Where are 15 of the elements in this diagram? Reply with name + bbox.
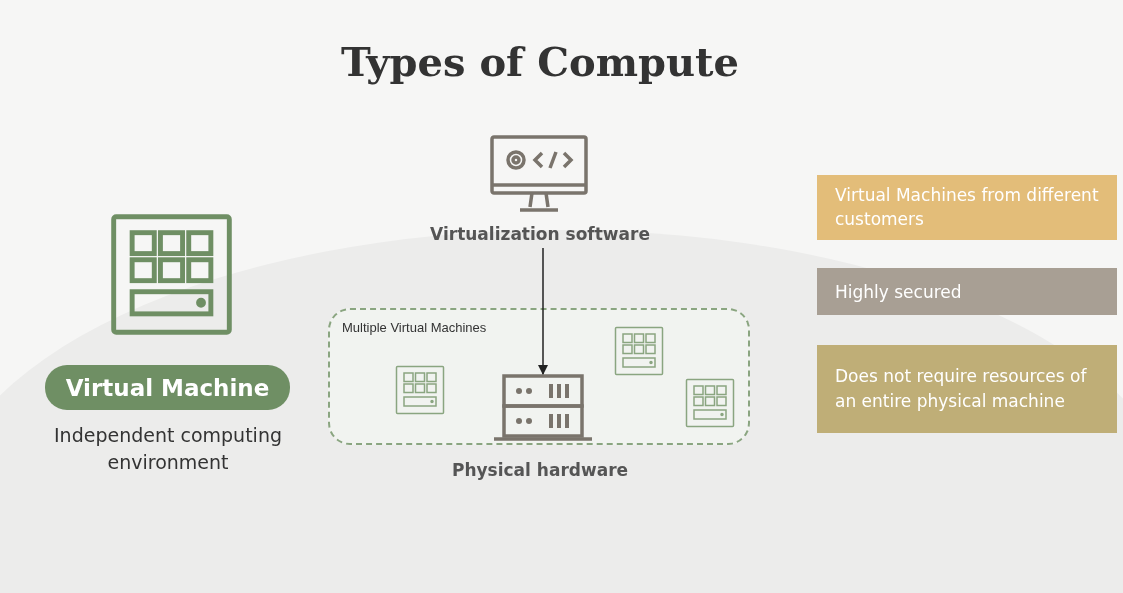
info-banner bbox=[817, 345, 1117, 433]
title-badge: Virtual Machine bbox=[45, 365, 290, 410]
description-text: Independent computing environment bbox=[53, 423, 283, 475]
info-banner bbox=[817, 268, 1117, 315]
server-icon bbox=[494, 374, 592, 442]
hardware-label: Physical hardware bbox=[450, 460, 630, 480]
banner-text: Virtual Machines from different customers bbox=[835, 183, 1100, 232]
slide-title: Types of Compute bbox=[339, 38, 741, 85]
group-label: Multiple Virtual Machines bbox=[342, 320, 487, 335]
banner-text: Highly secured bbox=[835, 280, 963, 304]
banner-text: Does not require resources of an entire physical machine bbox=[835, 365, 1088, 413]
software-label: Virtualization software bbox=[400, 224, 680, 244]
info-banner bbox=[817, 175, 1117, 240]
dashed-group-box bbox=[328, 308, 750, 445]
arrow bbox=[537, 247, 549, 376]
